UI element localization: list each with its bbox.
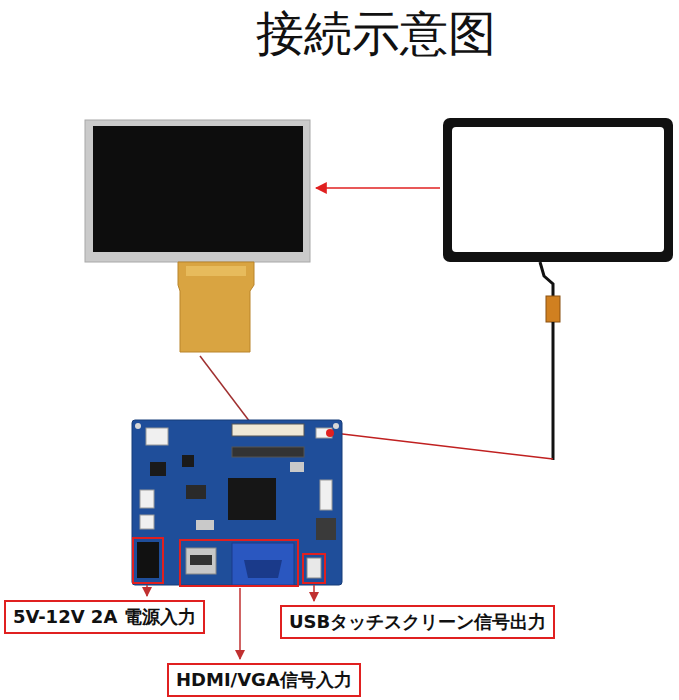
component — [290, 462, 304, 472]
label-box: USBタッチスクリーン信号出力 — [280, 605, 555, 639]
connection-line — [200, 356, 250, 422]
highlight-box — [303, 554, 325, 583]
connection-dot — [326, 429, 334, 437]
pin-header — [316, 518, 336, 540]
mount-hole — [135, 423, 141, 429]
touch-panel-glass — [452, 127, 664, 252]
power-jack — [137, 542, 159, 578]
mount-hole — [333, 423, 339, 429]
ic — [182, 455, 194, 467]
leader-line — [313, 585, 315, 601]
label-box: 5V-12V 2A 電源入力 — [4, 600, 205, 634]
fpc-socket — [232, 447, 304, 457]
touch-cable — [540, 262, 553, 296]
board-connector — [140, 490, 154, 508]
board-connector — [140, 515, 154, 529]
hdmi-port — [190, 555, 212, 565]
fpc-socket — [232, 424, 304, 436]
label-text: HDMI/VGA信号入力 — [176, 668, 352, 692]
lcd-screen — [93, 126, 303, 252]
touch-cable — [552, 322, 555, 460]
board-connector — [146, 428, 168, 445]
lcd-frame — [85, 120, 310, 262]
leader-line — [146, 585, 148, 596]
connection-line — [334, 433, 553, 459]
component — [196, 520, 214, 530]
board-connector — [320, 480, 332, 510]
assembly-arrow — [316, 187, 440, 189]
label-text: 5V-12V 2A 電源入力 — [13, 605, 196, 629]
hdmi-port — [186, 548, 216, 574]
ic — [186, 485, 206, 499]
leader-line — [239, 588, 241, 659]
vga-port — [244, 560, 282, 578]
controller-board — [132, 420, 342, 585]
touch-panel-bezel — [443, 118, 673, 262]
highlight-box — [133, 538, 163, 583]
ic — [150, 462, 166, 476]
fpc-stiffener — [186, 266, 246, 276]
usb-port — [307, 558, 321, 578]
highlight-box — [180, 540, 298, 586]
touch-connector — [546, 296, 560, 322]
diagram-title: 接続示意图 — [256, 2, 496, 66]
label-box: HDMI/VGA信号入力 — [167, 663, 361, 697]
vga-port — [232, 543, 294, 585]
main-chip — [228, 478, 276, 520]
label-text: USBタッチスクリーン信号出力 — [289, 610, 546, 634]
fpc-ribbon — [178, 262, 254, 352]
